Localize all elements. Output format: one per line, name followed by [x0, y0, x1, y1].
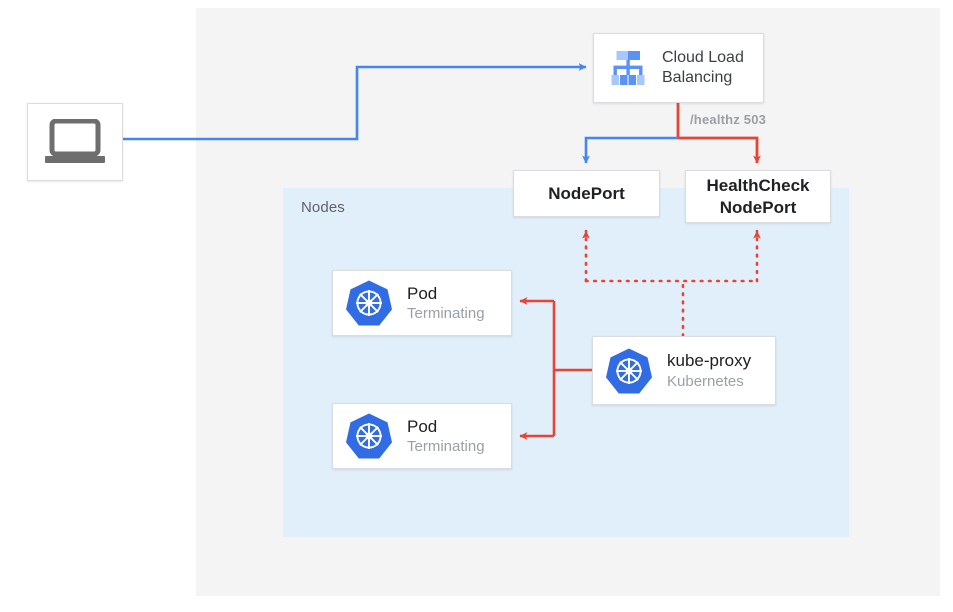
nodeport-label: NodePort	[548, 183, 625, 203]
pod-node-2[interactable]: Pod Terminating	[332, 403, 512, 469]
kube-proxy-node[interactable]: kube-proxy Kubernetes	[592, 336, 776, 405]
healthcheck-nodeport-node[interactable]: HealthCheck NodePort	[685, 170, 831, 223]
healthcheck-nodeport-line1: HealthCheck	[706, 176, 810, 196]
pod-2-status: Terminating	[407, 438, 485, 456]
pod-node-1[interactable]: Pod Terminating	[332, 270, 512, 336]
cloud-load-balancing-node[interactable]: Cloud Load Balancing	[593, 33, 764, 103]
cloud-load-balancing-line2: Balancing	[662, 69, 733, 86]
pod-2-text: Pod Terminating	[407, 416, 485, 457]
pod-2-title: Pod	[407, 416, 438, 436]
nodes-panel-label: Nodes	[301, 199, 345, 216]
kubernetes-icon	[346, 413, 392, 459]
cloud-load-balancing-icon	[611, 51, 645, 85]
kube-proxy-title: kube-proxy	[667, 351, 752, 371]
pod-1-title: Pod	[407, 283, 438, 303]
kube-proxy-text: kube-proxy Kubernetes	[667, 350, 751, 391]
client-node[interactable]	[27, 103, 123, 181]
healthz-503-label: /healthz 503	[690, 112, 767, 127]
pod-1-status: Terminating	[407, 305, 485, 323]
kubernetes-icon	[346, 280, 392, 326]
healthcheck-nodeport-line2: NodePort	[719, 197, 797, 217]
cloud-load-balancing-text: Cloud Load Balancing	[662, 48, 744, 89]
kubernetes-icon	[606, 348, 652, 393]
healthcheck-nodeport-label: HealthCheck NodePort	[707, 175, 810, 218]
kube-proxy-subtitle: Kubernetes	[667, 372, 744, 390]
nodeport-node[interactable]: NodePort	[513, 170, 660, 217]
pod-1-text: Pod Terminating	[407, 283, 485, 324]
cloud-load-balancing-line1: Cloud Load	[662, 48, 744, 66]
laptop-icon	[45, 119, 105, 163]
